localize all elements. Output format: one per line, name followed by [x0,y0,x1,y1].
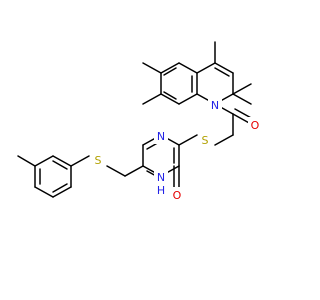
bond [196,62,216,74]
bond [163,67,177,76]
atom-n: N [211,99,219,112]
bond [214,62,234,74]
bond [142,62,162,74]
bond [160,62,180,74]
bond [52,155,72,167]
bond [34,155,54,167]
bond [124,165,144,177]
bonds [17,41,254,198]
bond [52,183,68,193]
label-bg [198,132,212,148]
atom-s: S [95,154,102,167]
bond [214,67,230,77]
bond [160,93,180,105]
bond [52,160,68,170]
molecule-canvas: S S N N N H O O [17,41,262,203]
atom-o: O [173,189,182,202]
bond [70,155,90,167]
label-bg [154,128,168,144]
label-bg [248,117,262,133]
atom-labels: S S N N N H O O [91,97,262,203]
bond [163,91,177,100]
bond [142,93,162,105]
molecule-structure: S S N N N H O O [17,41,262,203]
bond [232,93,252,105]
label-bg [91,152,105,168]
atom-n: N [157,171,165,184]
bond [232,83,252,95]
label-bg [170,187,184,203]
label-bg [208,97,222,113]
bond [17,155,36,167]
bond [178,134,198,146]
label-bg [154,169,168,185]
bond [52,186,72,198]
atom-s: S [202,134,209,147]
atom-h: H [157,184,165,197]
atom-n: N [157,130,165,143]
atom-o: O [251,119,260,132]
bond [178,62,198,74]
bond [106,165,126,177]
bond [214,134,234,146]
bond [178,93,198,105]
bond [34,186,54,198]
